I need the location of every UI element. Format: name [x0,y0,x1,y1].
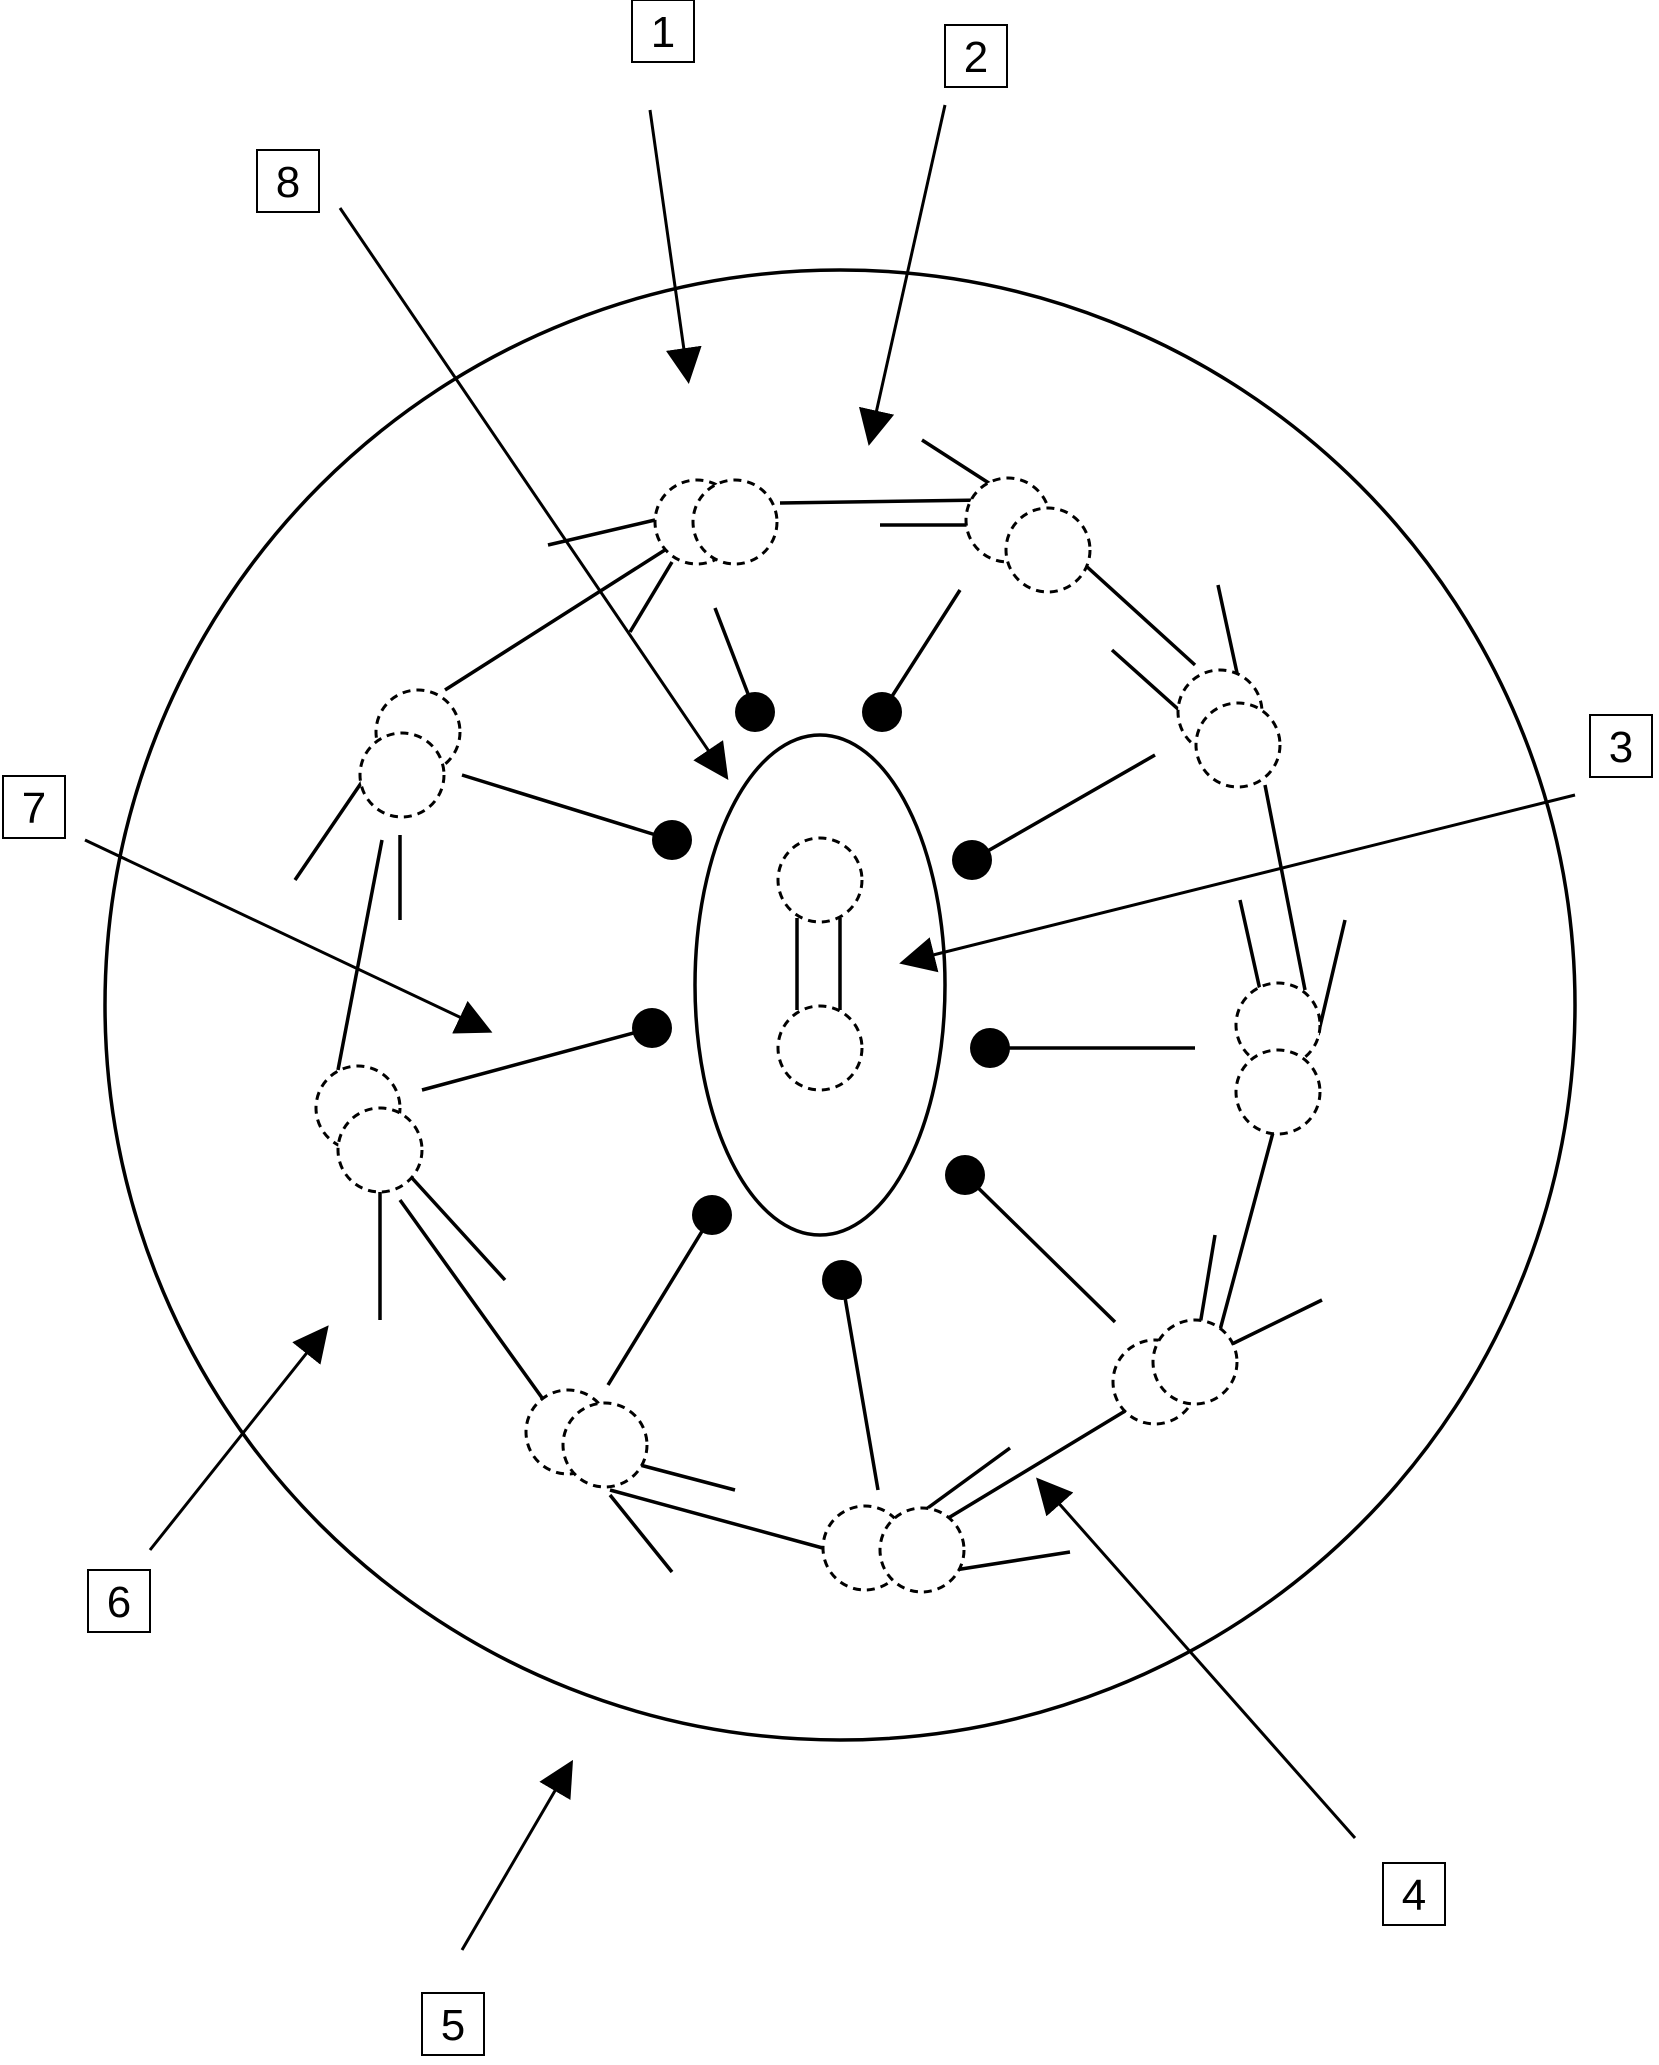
label-8: 8 [256,149,320,213]
label-2: 2 [944,24,1008,88]
label-4: 4 [1382,1862,1446,1926]
arrows [84,104,1576,1951]
inner-pair [776,836,864,1092]
dot [822,1260,862,1300]
svg-text:8: 8 [276,158,300,207]
spokes [421,589,1195,1491]
dot [692,1195,732,1235]
arrow-5 [460,1759,574,1951]
dots [632,692,1010,1300]
dot [945,1155,985,1195]
ring-lines [293,438,1347,1574]
arrow-8 [338,207,729,780]
svg-text:4: 4 [1402,1871,1426,1920]
svg-text:3: 3 [1609,723,1633,772]
svg-text:6: 6 [107,1578,131,1627]
label-7: 7 [2,775,66,839]
svg-text:2: 2 [964,33,988,82]
dot [632,1008,672,1048]
ring-circles [314,476,1322,1594]
svg-text:7: 7 [22,784,46,833]
dot [862,692,902,732]
outer-circle [103,268,1577,1742]
arrow-2 [858,104,947,446]
label-6: 6 [87,1569,151,1633]
svg-text:1: 1 [651,8,675,57]
dot [970,1028,1010,1068]
arrow-4 [1036,1477,1357,1839]
dot [735,692,775,732]
arrow-7 [84,838,493,1034]
label-5: 5 [421,1992,485,2056]
arrow-3 [899,793,1576,973]
svg-text:5: 5 [441,2001,465,2050]
label-3: 3 [1589,714,1653,778]
label-1: 1 [631,0,695,63]
central-ellipse [693,733,947,1237]
dot [652,820,692,860]
arrow-6 [148,1325,329,1551]
arrow-1 [648,109,702,384]
dot [952,840,992,880]
